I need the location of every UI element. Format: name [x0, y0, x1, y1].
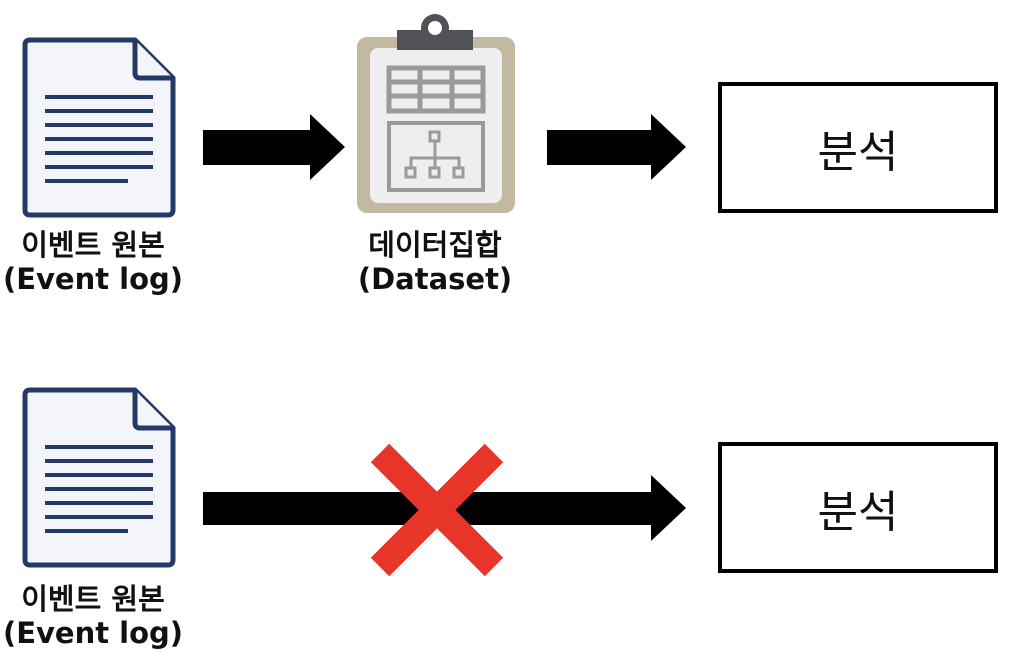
source-label-en: (Event log): [2, 616, 184, 650]
analysis-box-bottom: 분석: [718, 442, 998, 573]
source-label: 이벤트 원본 (Event log): [0, 228, 213, 296]
dataset-label: 데이터집합 (Dataset): [315, 228, 555, 296]
analysis-label: 분석: [817, 126, 899, 178]
clipboard-dataset-icon: [357, 14, 515, 213]
event-log-document-icon: [25, 40, 173, 215]
x-mark-icon: [370, 443, 504, 577]
analysis-box: 분석: [718, 82, 998, 213]
dataset-label-ko: 데이터집합: [368, 228, 502, 262]
analysis-label: 분석: [817, 486, 899, 538]
event-log-document-icon-bottom: [25, 390, 173, 565]
dataset-label-en: (Dataset): [357, 262, 513, 296]
source-label-ko: 이벤트 원본: [21, 582, 165, 616]
source-label-en: (Event log): [2, 262, 184, 296]
arrow-to-dataset: [203, 114, 345, 180]
arrow-to-analysis: [547, 114, 686, 180]
source-label-bottom: 이벤트 원본 (Event log): [0, 582, 213, 650]
source-label-ko: 이벤트 원본: [21, 228, 165, 262]
